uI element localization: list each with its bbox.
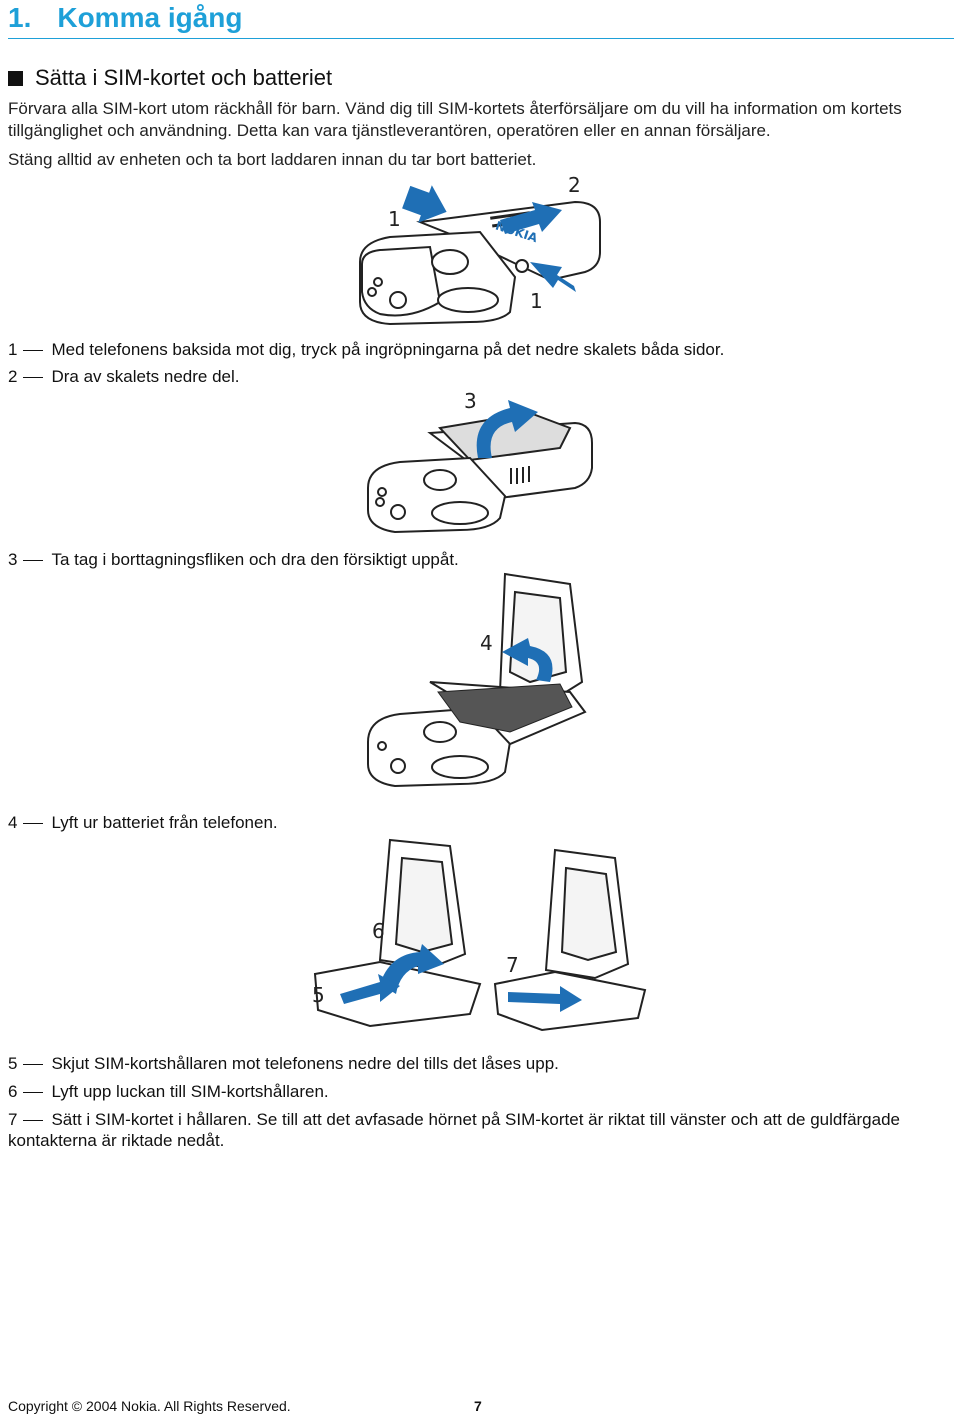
slide-arrow-icon [500, 202, 562, 234]
step-1-text: Med telefonens baksida mot dig, tryck på… [51, 340, 725, 359]
step-6-number: 6 [8, 1082, 18, 1101]
chapter-title: Komma igång [57, 2, 243, 33]
slide-holder-arrow-icon [340, 974, 400, 1004]
callout-1a: 1 [388, 207, 401, 231]
step-4-number: 4 [8, 813, 18, 832]
step-2-number: 2 [8, 367, 18, 386]
insert-sim-arrow-icon [508, 986, 582, 1012]
step-7: 7 Sätt i SIM-kortet i hållaren. Se till a… [8, 1109, 948, 1131]
step-7-continued: kontakterna är riktade nedåt. [8, 1131, 225, 1150]
figure-remove-battery: 4 [367, 572, 587, 788]
callout-5: 5 [312, 983, 325, 1007]
step-3-number: 3 [8, 550, 18, 569]
step-3-text: Ta tag i borttagningsfliken och dra den … [51, 550, 459, 569]
callout-3: 3 [464, 389, 477, 413]
step-4-text: Lyft ur batteriet från telefonen. [51, 813, 278, 832]
step-5-number: 5 [8, 1054, 18, 1073]
step-7-number: 7 [8, 1110, 18, 1129]
callout-4: 4 [480, 631, 493, 655]
intro-line-1: Förvara alla SIM-kort utom räckhåll för … [8, 99, 902, 118]
chapter-number: 1. [8, 2, 32, 33]
step-1-number: 1 [8, 340, 18, 359]
figure-remove-cover: NOKIA 1 2 1 [359, 173, 601, 326]
step-6: 6 Lyft upp luckan till SIM-kortshållaren. [8, 1081, 948, 1103]
press-arrow-icon-2 [530, 262, 576, 292]
intro-line-3: Stäng alltid av enheten och ta bort ladd… [8, 150, 537, 169]
battery-icon [437, 683, 573, 733]
phone-illustration [367, 411, 593, 534]
callout-6: 6 [372, 919, 385, 943]
press-arrow-icon [402, 185, 447, 223]
figure-lift-tab: 3 [367, 389, 593, 534]
callout-1b: 1 [530, 289, 543, 313]
phone-illustration [359, 200, 601, 326]
section-heading: Sätta i SIM-kortet och batteriet [8, 65, 332, 91]
copyright-footer: Copyright © 2004 Nokia. All Rights Reser… [8, 1398, 291, 1414]
opened-cover-illustration [498, 572, 584, 704]
rotate-arrow-icon [502, 638, 553, 682]
lift-arrow-icon [476, 400, 538, 458]
step-7-text: Sätt i SIM-kortet i hållaren. Se till at… [51, 1110, 900, 1129]
step-5: 5 Skjut SIM-kortshållaren mot telefonens … [8, 1053, 948, 1075]
step-1: 1 Med telefonens baksida mot dig, tryck p… [8, 339, 948, 361]
left-panel-illustration [313, 838, 482, 1028]
callout-2: 2 [568, 173, 581, 197]
step-2-text: Dra av skalets nedre del. [51, 367, 240, 386]
step-3: 3 Ta tag i borttagningsfliken och dra den… [8, 549, 948, 571]
chapter-heading: 1. Komma igång [8, 0, 243, 36]
battery-ribs [510, 466, 530, 484]
step-4: 4 Lyft ur batteriet från telefonen. [8, 812, 948, 834]
intro-line-2: tillgänglighet och användning. Detta kan… [8, 121, 771, 140]
step-5-text: Skjut SIM-kortshållaren mot telefonens n… [51, 1054, 559, 1073]
step-6-text: Lyft upp luckan till SIM-kortshållaren. [51, 1082, 329, 1101]
page-number: 7 [474, 1398, 482, 1414]
figure-sim-holder: 6 5 7 [312, 838, 647, 1032]
callout-7: 7 [506, 953, 519, 977]
section-title: Sätta i SIM-kortet och batteriet [35, 65, 333, 90]
section-bullet-icon [8, 70, 23, 86]
lift-holder-arrow-icon [380, 944, 444, 994]
heading-rule [8, 38, 954, 39]
step-2: 2 Dra av skalets nedre del. [8, 366, 948, 388]
